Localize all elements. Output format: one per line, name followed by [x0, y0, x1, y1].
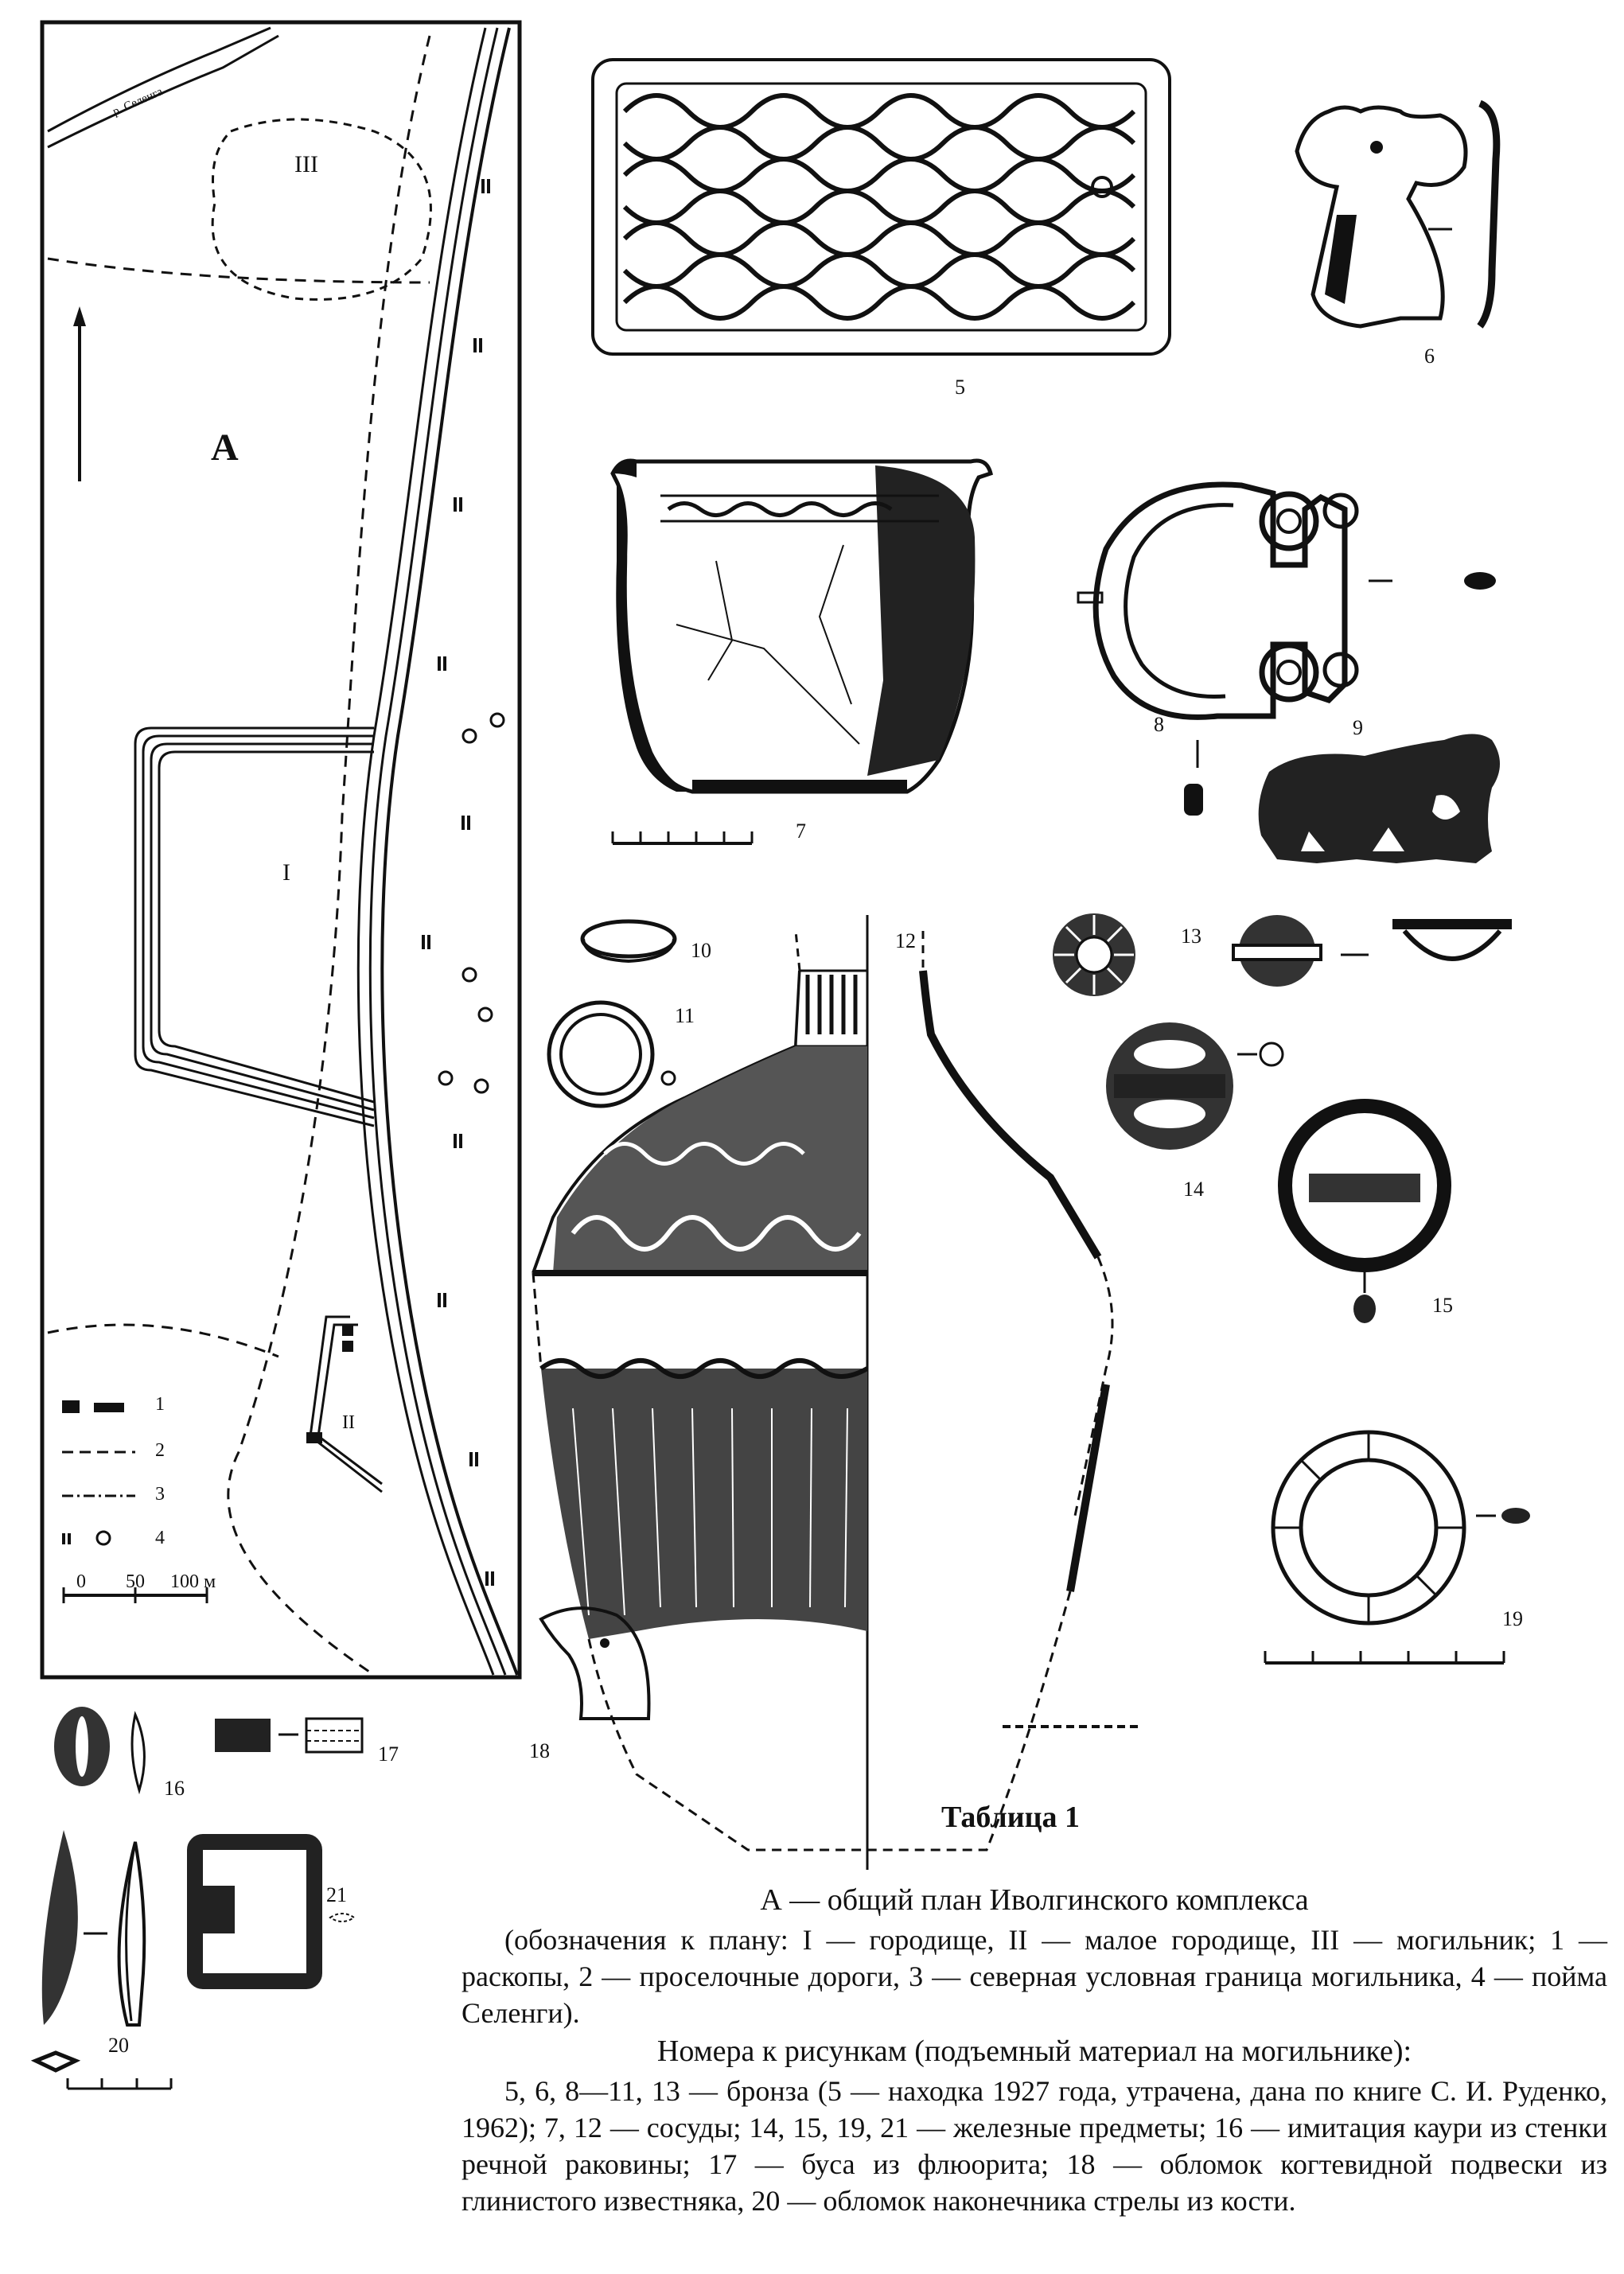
fig-20-bone-arrowhead [30, 1830, 173, 2090]
fig-17-bead [215, 1717, 364, 1754]
fig-18-claw-pendant [539, 1606, 651, 1720]
fig-8-buckle [1077, 481, 1496, 816]
caption-subheading: Номера к рисункам (подъемный материал на… [656, 2035, 1412, 2068]
scale-50: 50 [126, 1571, 145, 1592]
legend-2: 2 [155, 1440, 165, 1461]
fig-number-14: 14 [1183, 1178, 1204, 1201]
fig-number-21: 21 [326, 1883, 347, 1906]
fig-13-rosette-button [1053, 913, 1512, 996]
fig-number-13: 13 [1181, 925, 1201, 948]
fig-number-15: 15 [1432, 1294, 1453, 1317]
zone-label-III: III [294, 151, 318, 177]
fig-number-11: 11 [675, 1004, 695, 1027]
fig-number-16: 16 [164, 1777, 185, 1800]
fig-15-iron-buckle [1278, 1099, 1451, 1323]
fig-21-iron-buckle [187, 1834, 356, 1989]
fig-number-5: 5 [955, 376, 965, 399]
caption-body: 5, 6, 8—11, 13 — бронза (5 — находка 192… [461, 2075, 1607, 2217]
zone-label-I: I [282, 859, 290, 886]
fig-number-20: 20 [108, 2034, 129, 2057]
fig-12-vessel [532, 915, 1138, 1870]
fig-9-animal-plaque [1258, 734, 1500, 863]
fig-7-pot [610, 458, 993, 845]
fig-number-19: 19 [1502, 1607, 1523, 1630]
map-letter: A [211, 426, 239, 469]
fig-10-ring [580, 919, 677, 964]
table-title: Таблица 1 [941, 1801, 1081, 1834]
legend-4: 4 [155, 1528, 165, 1548]
fig-16-cowrie-imitation [54, 1707, 146, 1795]
zone-label-II: II [342, 1412, 355, 1433]
fig-19-iron-ring [1264, 1430, 1530, 1665]
fig-number-8: 8 [1154, 713, 1164, 736]
fig-number-18: 18 [529, 1739, 550, 1762]
fig-5-plaque [591, 58, 1171, 356]
fig-number-10: 10 [691, 939, 711, 962]
legend-1: 1 [155, 1394, 165, 1415]
fig-number-7: 7 [796, 820, 806, 843]
site-plan-map [40, 20, 522, 1680]
fig-number-12: 12 [895, 929, 916, 952]
fig-number-17: 17 [378, 1742, 399, 1766]
scale-100: 100 м [170, 1571, 216, 1592]
caption-legend-text: (обозначения к плану: I — городище, II —… [461, 1924, 1607, 2029]
fig-number-9: 9 [1353, 716, 1363, 739]
fig-11-ring [547, 1000, 676, 1108]
caption-heading: А — общий план Иволгинского комплекса [760, 1883, 1309, 1917]
scale-0: 0 [76, 1571, 86, 1592]
fig-number-6: 6 [1424, 345, 1435, 368]
legend-3: 3 [155, 1484, 165, 1505]
fig-6-pendant [1295, 99, 1501, 329]
fig-14-iron-ring [1106, 1022, 1284, 1150]
